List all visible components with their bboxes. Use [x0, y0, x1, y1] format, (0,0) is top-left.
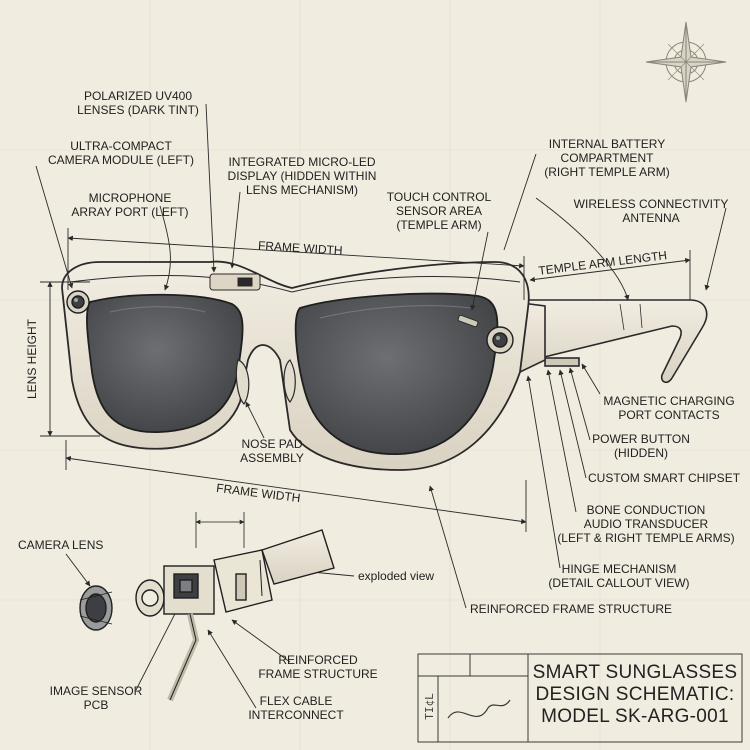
- label-image-sensor: IMAGE SENSOR PCB: [49, 684, 143, 712]
- title-line-2: DESIGN SCHEMATIC:: [535, 684, 735, 705]
- label-bone-conduction: BONE CONDUCTION AUDIO TRANSDUCER (LEFT &…: [557, 503, 735, 545]
- right-sensor-icon: [486, 326, 514, 354]
- title-line-3: MODEL SK-ARG-001: [541, 706, 729, 727]
- exploded-detail: [79, 512, 335, 702]
- label-battery: INTERNAL BATTERY COMPARTMENT (RIGHT TEMP…: [544, 137, 670, 179]
- label-polarized-lenses: POLARIZED UV400 LENSES (DARK TINT): [77, 89, 199, 117]
- title-block: [417, 653, 743, 743]
- label-power-button: POWER BUTTON (HIDDEN): [592, 432, 690, 460]
- left-lens: [86, 293, 244, 433]
- label-micro-led-display: INTEGRATED MICRO-LED DISPLAY (HIDDEN WIT…: [227, 155, 377, 197]
- temple-arm: [527, 299, 708, 384]
- label-charging-contacts: MAGNETIC CHARGING PORT CONTACTS: [603, 394, 735, 422]
- touch-sensor-icon: [457, 314, 479, 328]
- label-hinge: HINGE MECHANISM (DETAIL CALLOUT VIEW): [548, 562, 690, 590]
- dimension-lines: [40, 228, 691, 532]
- frame-brow: [69, 273, 521, 293]
- label-exploded-view: exploded view: [358, 569, 435, 583]
- right-lens: [294, 292, 499, 455]
- label-flex-cable: FLEX CABLE INTERCONNECT: [248, 694, 344, 722]
- label-camera-module: ULTRA-COMPACT CAMERA MODULE (LEFT): [47, 139, 194, 167]
- label-reinforced-frame: REINFORCED FRAME STRUCTURE: [470, 602, 673, 616]
- label-touch-control: TOUCH CONTROL SENSOR AREA (TEMPLE ARM): [386, 190, 492, 232]
- nose-pad-icon: [235, 359, 296, 405]
- label-camera-lens: CAMERA LENS: [18, 538, 104, 552]
- label-nose-pad: NOSE PAD ASSEMBLY: [240, 437, 304, 465]
- dim-lens-height: LENS HEIGHT: [25, 318, 40, 400]
- title-line-1: SMART SUNGLASSES: [532, 662, 738, 683]
- label-chipset: CUSTOM SMART CHIPSET: [588, 471, 741, 485]
- camera-module-icon: [66, 290, 90, 314]
- compass-rose-icon: [645, 21, 727, 103]
- label-reinforced-detail: REINFORCED FRAME STRUCTURE: [258, 653, 378, 681]
- label-antenna: WIRELESS CONNECTIVITY ANTENNA: [573, 197, 729, 225]
- title-block-mark: TI¢L: [422, 693, 436, 720]
- leader-lines: [35, 103, 727, 709]
- label-microphone-port: MICROPHONE ARRAY PORT (LEFT): [71, 191, 189, 219]
